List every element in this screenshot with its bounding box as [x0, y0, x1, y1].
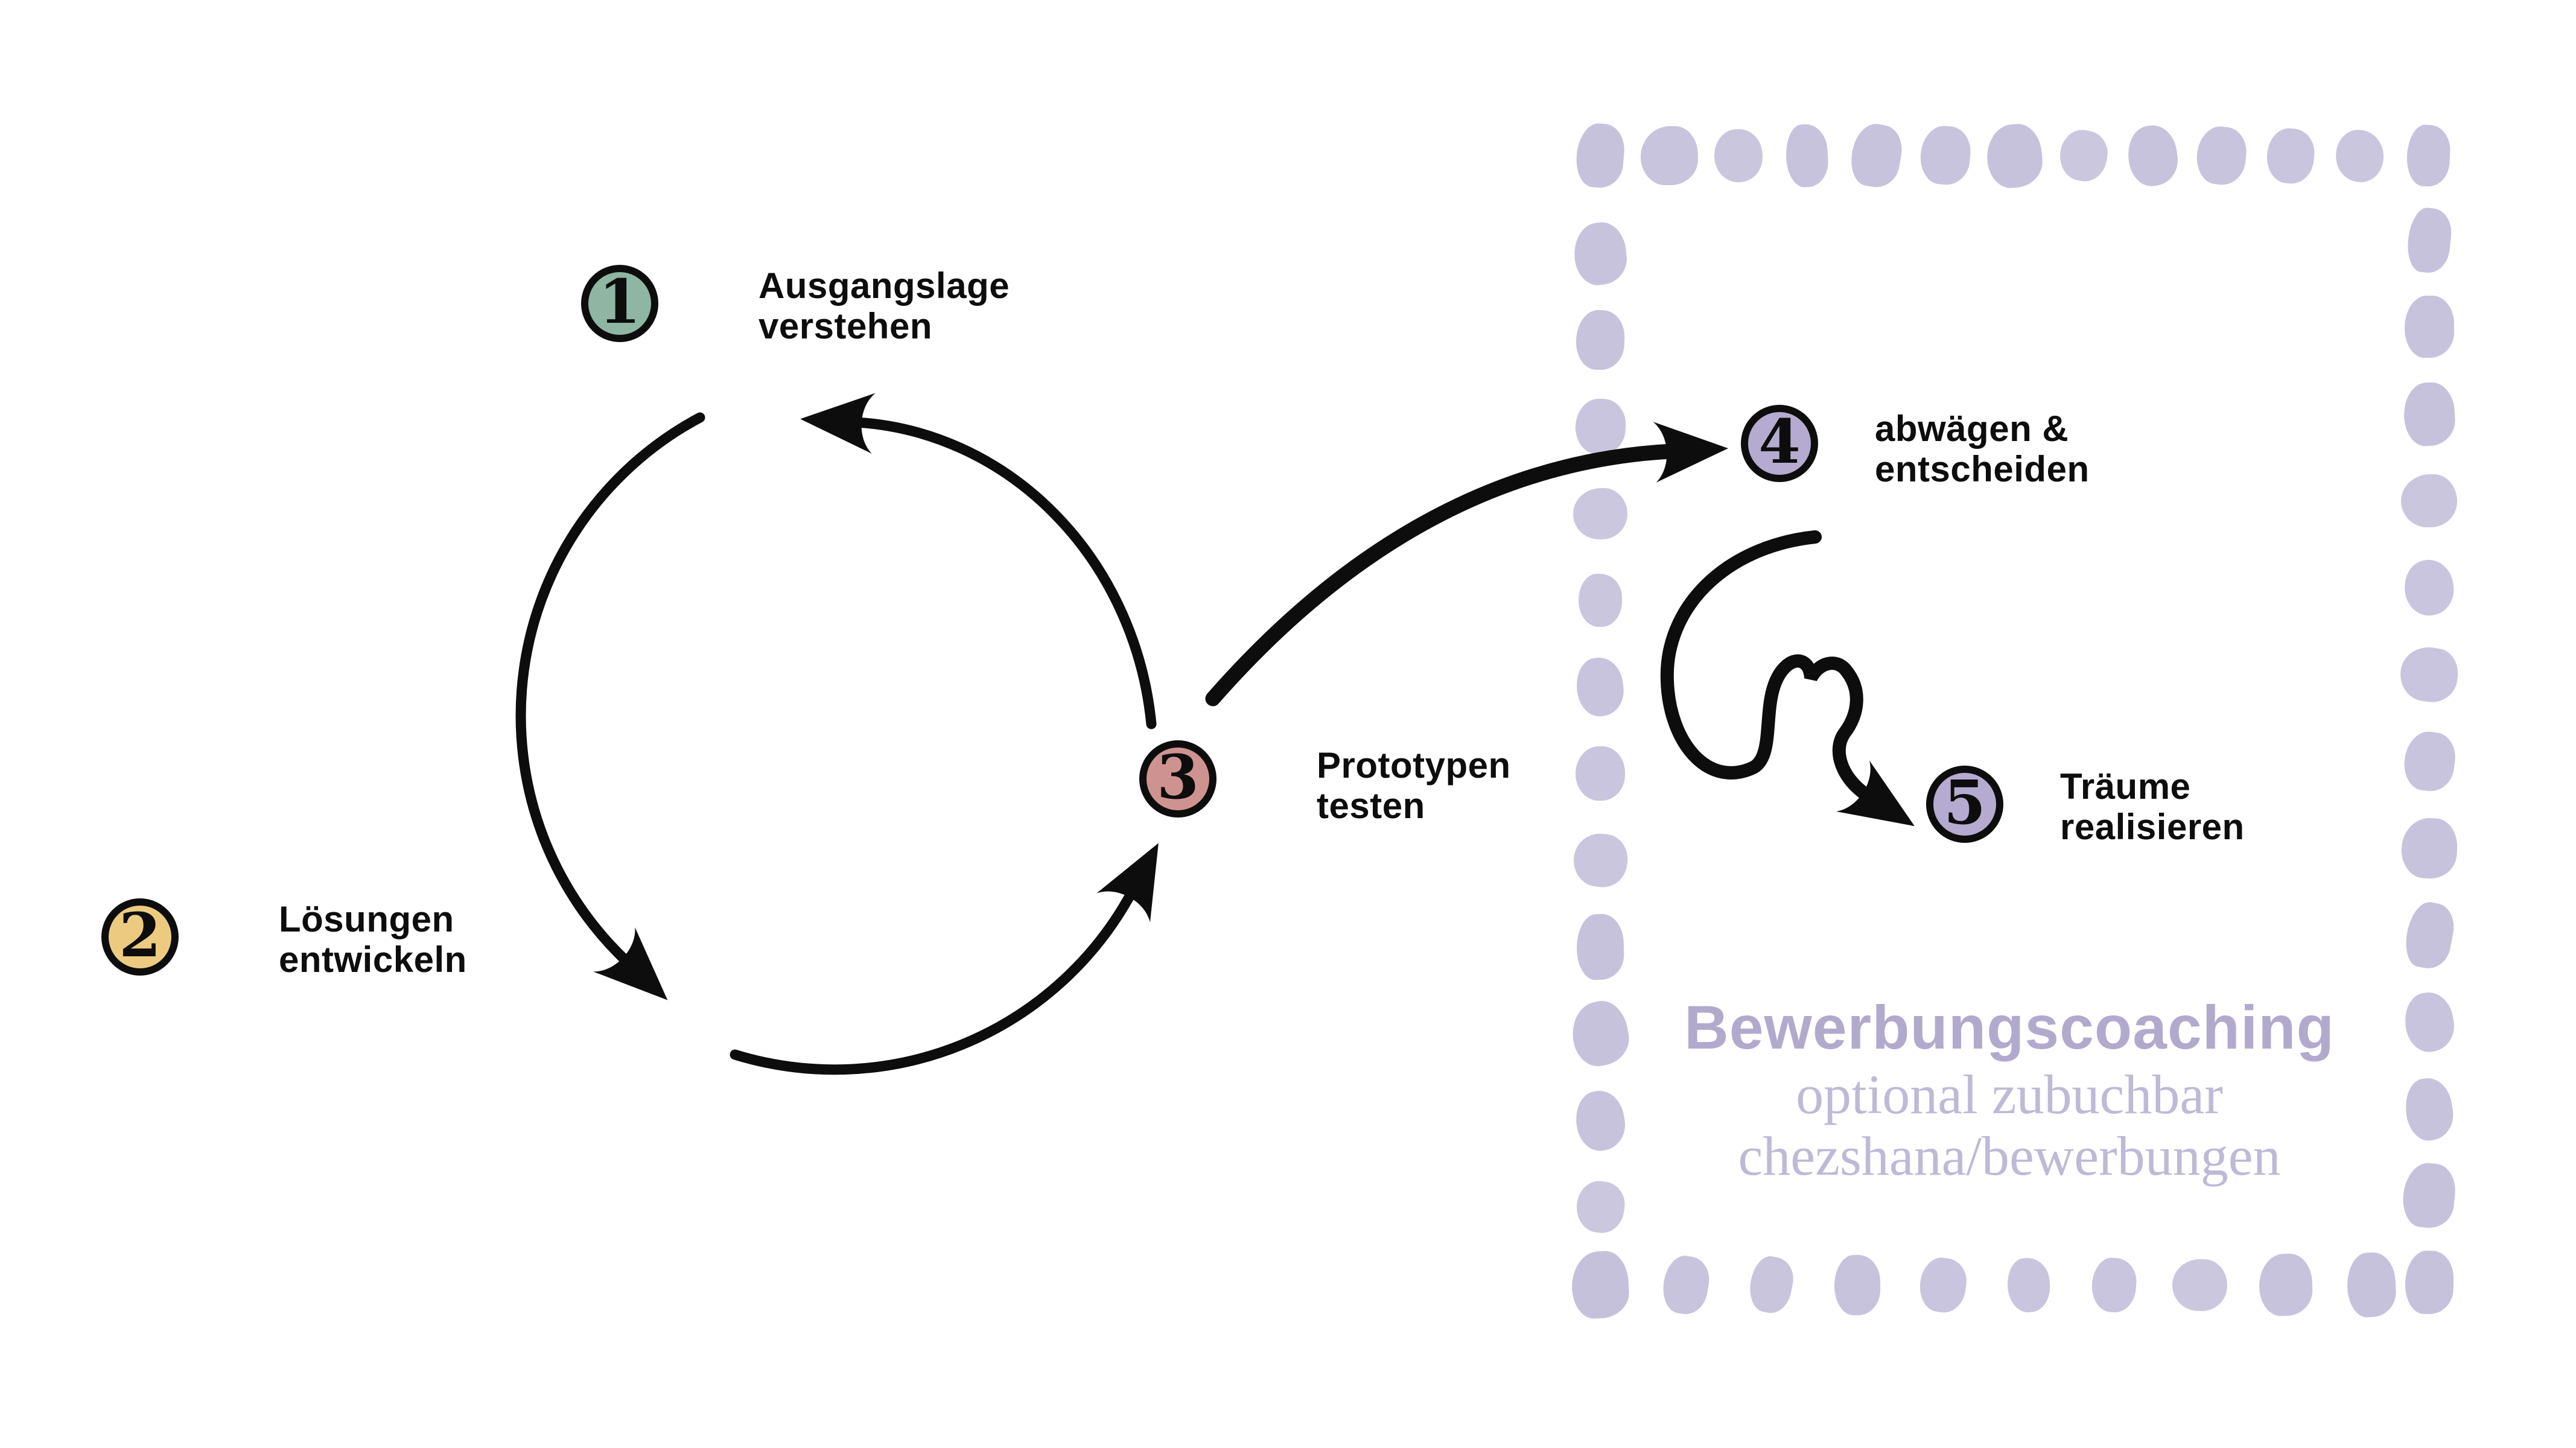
step-3-number: 3 — [1157, 741, 1199, 813]
step-1-number: 1 — [599, 266, 641, 337]
coaching-subtitle-2: chezshana/bewerbungen — [1738, 1125, 2281, 1187]
coaching-title: Bewerbungscoaching — [1684, 993, 2335, 1062]
step-4-label: abwägen & entscheiden — [1875, 408, 2090, 489]
step-2-label: Lösungen entwickeln — [279, 899, 467, 980]
heart-squiggle-arrow-4-to-5 — [1660, 530, 1915, 827]
step-5-label: Träume realisieren — [2060, 766, 2245, 847]
step-5-number: 5 — [1944, 767, 1986, 838]
step-2-node: 2 — [101, 898, 179, 976]
step-4-node: 4 — [1741, 405, 1818, 482]
step-5-circle: 5 — [1926, 766, 2003, 843]
cycle-arrow-2-to-3 — [730, 843, 1159, 1075]
step-1-circle: 1 — [581, 265, 658, 342]
step-5-node: 5 — [1926, 766, 2003, 843]
step-1-node: 1 — [581, 265, 658, 342]
coaching-subtitle-1: optional zubuchbar — [1796, 1064, 2223, 1126]
step-3-circle: 3 — [1139, 740, 1216, 818]
cycle-arrow-1-to-2 — [515, 412, 705, 1000]
coaching-caption: Bewerbungscoaching optional zubuchbar ch… — [1593, 991, 2426, 1187]
step-1-label: Ausgangslage verstehen — [758, 265, 1010, 346]
cycle-arrow-3-to-1 — [800, 393, 1157, 729]
step-2-number: 2 — [119, 900, 161, 971]
step-3-node: 3 — [1139, 740, 1216, 818]
step-4-circle: 4 — [1741, 405, 1818, 482]
arrow-3-to-4 — [1205, 422, 1728, 707]
step-4-number: 4 — [1758, 406, 1801, 477]
step-2-circle: 2 — [101, 898, 179, 976]
step-3-label: Prototypen testen — [1317, 745, 1511, 826]
